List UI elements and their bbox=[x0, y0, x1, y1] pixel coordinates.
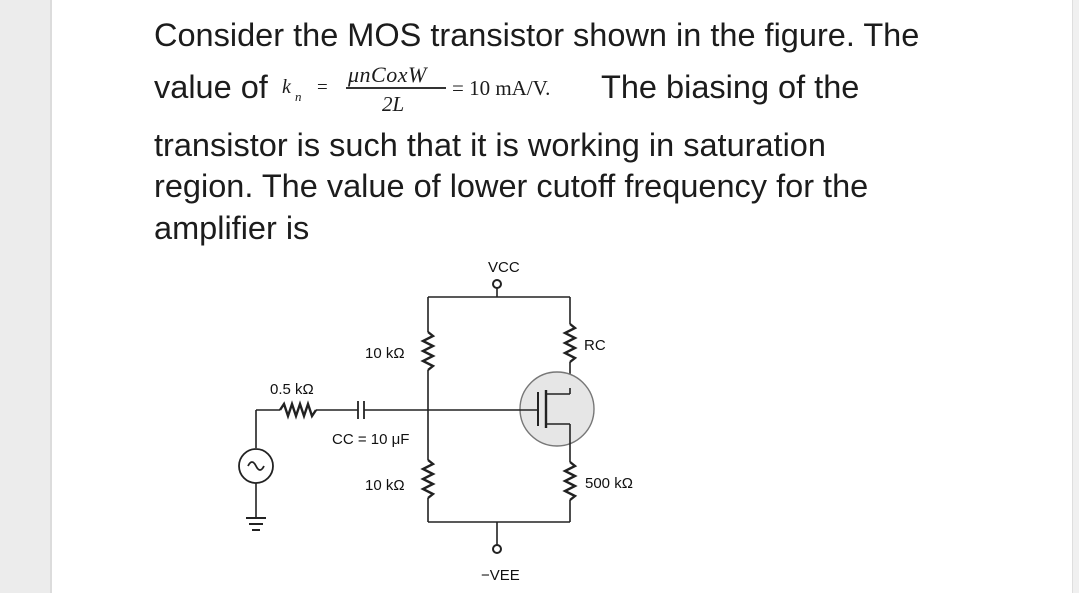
left-page-border bbox=[0, 0, 52, 593]
r-top-bias-label: 10 kΩ bbox=[365, 345, 405, 362]
source-resistor-0-5k bbox=[279, 400, 317, 420]
top-bias-resistor bbox=[420, 331, 436, 371]
kn-symbol: k bbox=[282, 76, 291, 98]
question-line-3: transistor is such that it is working in… bbox=[154, 127, 826, 163]
bottom-bias-resistor bbox=[420, 459, 436, 499]
question-line-1: Consider the MOS transistor shown in the… bbox=[154, 17, 920, 53]
r-source-degeneration-label: 500 kΩ bbox=[585, 475, 633, 492]
vcc-label: VCC bbox=[488, 259, 520, 276]
vee-terminal bbox=[492, 544, 502, 554]
question-line-4: region. The value of lower cutoff freque… bbox=[154, 168, 869, 204]
rc-resistor bbox=[562, 323, 578, 363]
formula-value: = 10 mA/V. bbox=[452, 76, 551, 100]
right-scrollbar[interactable] bbox=[1072, 0, 1079, 593]
mosfet-body-circle bbox=[519, 371, 595, 447]
formula-denominator: 2L bbox=[382, 92, 405, 116]
vcc-terminal bbox=[492, 279, 502, 289]
formula-numerator: μnCoxW bbox=[348, 62, 427, 87]
kn-subscript: n bbox=[295, 89, 302, 104]
question-line-5: amplifier is bbox=[154, 210, 310, 246]
sine-wave-icon bbox=[247, 461, 265, 471]
biasing-text: The biasing of the bbox=[601, 69, 860, 105]
rc-label: RC bbox=[584, 337, 606, 354]
equals-sign: = bbox=[317, 77, 328, 98]
source-resistor bbox=[562, 461, 578, 501]
r-source-label: 0.5 kΩ bbox=[270, 381, 314, 398]
coupling-cap-label: CC = 10 μF bbox=[332, 431, 409, 448]
amplifier-circuit-diagram: VCC −VEE 0.5 kΩ 10 kΩ 10 kΩ CC = 10 μF R… bbox=[238, 259, 633, 584]
fraction-bar bbox=[346, 87, 446, 89]
r-bottom-bias-label: 10 kΩ bbox=[365, 477, 405, 494]
value-of-text: value of bbox=[154, 69, 268, 105]
vee-label: −VEE bbox=[481, 567, 520, 584]
